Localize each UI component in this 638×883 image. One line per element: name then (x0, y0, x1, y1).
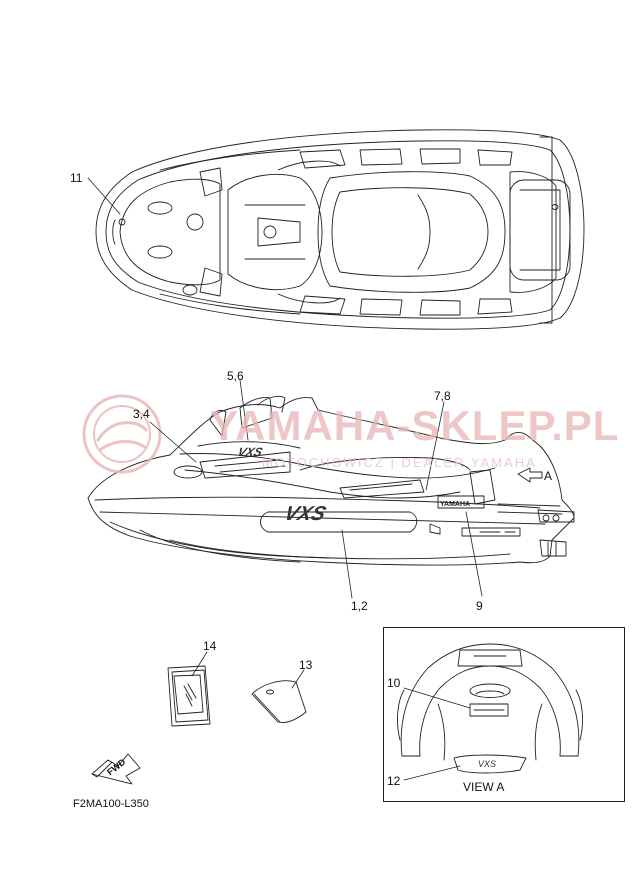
callout-11: 11 (70, 171, 83, 185)
callout-3-4: 3,4 (133, 407, 150, 421)
callout-10: 10 (387, 676, 401, 690)
view-a-rear (397, 643, 583, 774)
top-view (95, 129, 585, 330)
view-a-frame (383, 627, 625, 802)
view-a-logo: VXS (478, 759, 497, 769)
watermark-logo (82, 394, 162, 474)
callout-7-8: 7,8 (434, 389, 451, 403)
side-view (87, 395, 575, 566)
decal-sheet-14 (167, 665, 211, 727)
callout-14: 14 (203, 639, 217, 653)
callout-5-6: 5,6 (227, 369, 244, 383)
badge-text: YAMAHA (440, 501, 471, 508)
decal-pocket-13 (251, 680, 307, 723)
watermark-tagline: MOTOCHOWICZ | DEALER YAMAHA (262, 455, 537, 470)
view-a-arrow (517, 467, 543, 483)
diagram-code: F2MA100-L350 (73, 798, 149, 810)
watermark-brand: YAMAHA-SKLEP.PL (210, 402, 620, 449)
callout-9: 9 (476, 599, 483, 613)
view-a-title: VIEW A (463, 780, 505, 794)
leader-lines (87, 177, 483, 781)
hull-logo: VXS (281, 503, 329, 525)
callout-12: 12 (387, 774, 401, 788)
callout-13: 13 (299, 658, 313, 672)
view-a-indicator: A (544, 469, 553, 483)
callout-1-2: 1,2 (351, 599, 368, 613)
fwd-arrow (91, 753, 141, 785)
